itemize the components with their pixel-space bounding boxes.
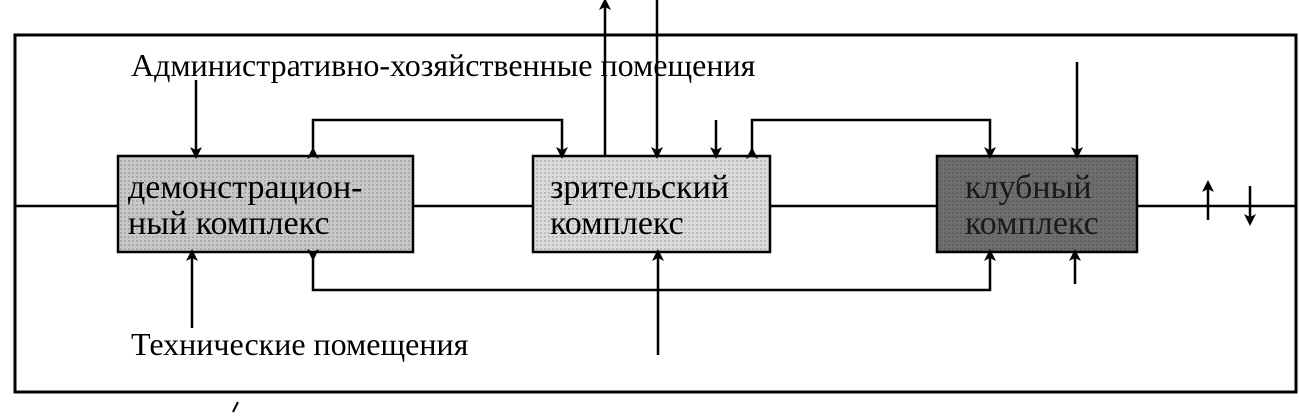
third-box: [935, 154, 1139, 254]
demo-box-label: демонстрацион- ный комплекс: [128, 170, 362, 242]
viewer-box-label: зрительский комплекс: [550, 170, 729, 242]
demo-box: [116, 154, 415, 254]
demo-viewer-top-link: [307, 118, 568, 159]
viewer-box-line1: зрительский: [550, 169, 730, 206]
viewer-third-top-link: [746, 118, 996, 159]
viewer-box-line2: комплекс: [550, 205, 684, 242]
outer-frame: [13, 33, 1298, 394]
demo-box-line1: демонстрацион-: [128, 169, 363, 206]
demo-third-bottom-link: [307, 249, 996, 292]
third-box-label: клубный комплекс: [965, 170, 1099, 242]
scan-mark: [232, 401, 239, 413]
viewer-box: [531, 154, 772, 254]
tech-label: Технические помещения: [131, 326, 469, 362]
third-box-line1: клубный: [965, 169, 1092, 206]
demo-box-line2: ный комплекс: [128, 205, 330, 242]
admin-label: Административно-хозяйственные помещения: [131, 47, 756, 83]
third-box-line2: комплекс: [965, 205, 1099, 242]
